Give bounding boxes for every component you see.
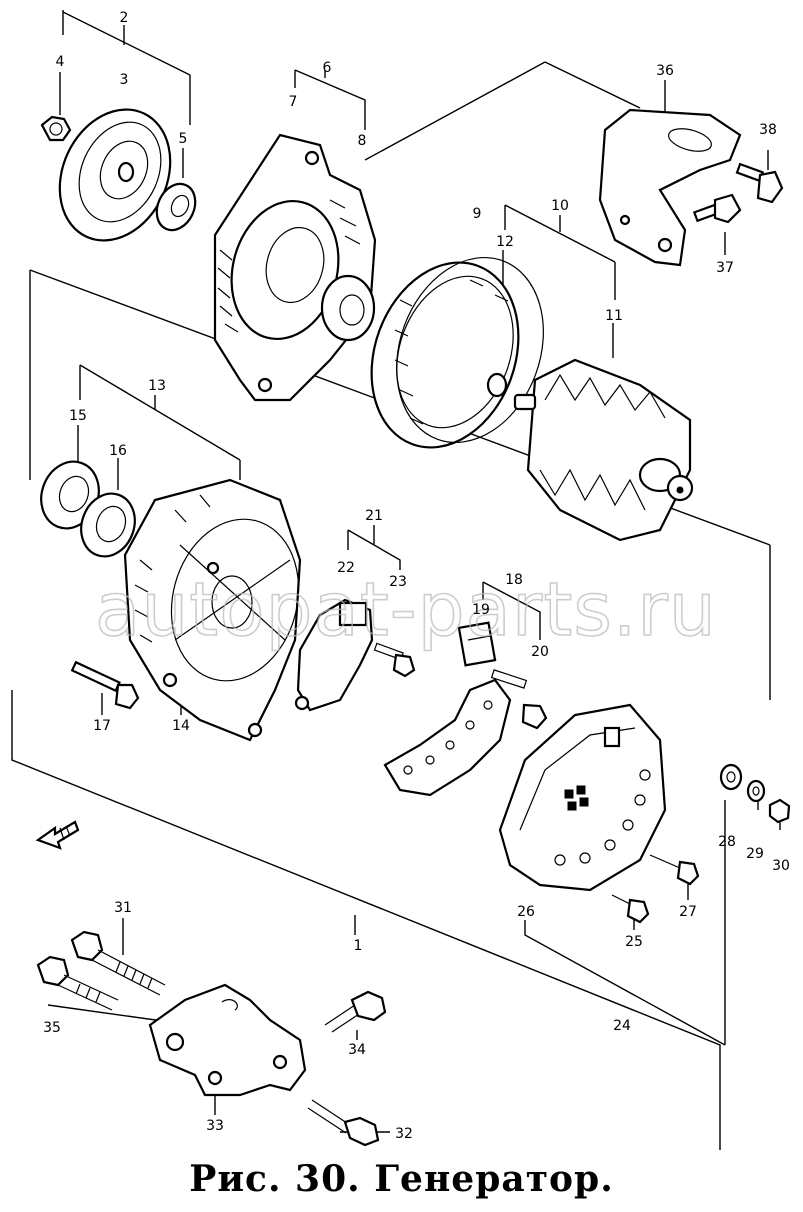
callout-33: 33 [206,1118,224,1134]
watermark: autopat-parts.ru [95,567,717,653]
callout-13: 13 [148,378,166,394]
rear-frame [123,478,302,742]
callout-31: 31 [114,900,132,916]
callout-19: 19 [472,602,490,618]
callout-labels: 2 4 3 5 6 7 8 9 10 11 12 13 14 15 16 17 … [43,10,790,1142]
callout-8: 8 [358,133,367,149]
bolt-17 [70,660,140,710]
pulley [58,108,172,242]
callout-26: 26 [517,904,535,920]
callout-37: 37 [716,260,734,276]
callout-4: 4 [56,54,65,70]
regulator [294,598,374,712]
bolt-37 [692,193,742,224]
nut-28 [719,763,743,791]
callout-11: 11 [605,308,623,324]
callout-10: 10 [551,198,569,214]
callout-29: 29 [746,846,764,862]
callout-20: 20 [531,644,549,660]
callout-2: 2 [120,10,129,26]
callout-21: 21 [365,508,383,524]
bolt-38 [735,162,784,204]
callout-5: 5 [179,131,188,147]
callout-35: 35 [43,1020,61,1036]
drive-end-frame [213,133,377,402]
callout-16: 16 [109,443,127,459]
bolt-35 [36,955,119,1011]
callout-27: 27 [679,904,697,920]
callout-14: 14 [172,718,190,734]
callout-17: 17 [93,718,111,734]
arrow-left-icon [35,820,80,850]
figure-caption: Рис. 30. Генератор. [189,1158,614,1200]
callout-34: 34 [348,1042,366,1058]
washer-29 [746,779,766,803]
rotor [513,358,694,542]
callout-32: 32 [395,1126,413,1142]
screw-23 [373,642,416,678]
nut-30 [768,798,791,824]
bolt-31 [70,930,166,996]
mounting-bracket-36 [598,108,742,267]
callout-28: 28 [718,834,736,850]
stator [370,256,544,449]
callout-18: 18 [505,572,523,588]
callout-30: 30 [772,858,790,874]
callout-9: 9 [473,206,482,222]
retainer-16 [80,492,136,558]
callout-24: 24 [613,1018,631,1034]
bolt-25 [611,894,650,924]
callout-12: 12 [496,234,514,250]
callout-6: 6 [323,60,332,76]
callout-1: 1 [354,938,363,954]
adjusting-bracket-33 [148,983,307,1097]
pulley-nut [40,115,72,142]
callout-38: 38 [759,122,777,138]
callout-15: 15 [69,408,87,424]
end-cover [498,703,667,892]
bolt-27 [649,854,700,886]
callout-7: 7 [289,94,298,110]
rectifier [383,669,548,797]
bolt-32 [307,1099,380,1147]
brush-holder [457,621,497,667]
callout-23: 23 [389,574,407,590]
bolt-34 [324,990,387,1033]
spacer [155,182,197,232]
callout-36: 36 [656,63,674,79]
callout-22: 22 [337,560,355,576]
callout-25: 25 [625,934,643,950]
callout-3: 3 [120,72,129,88]
